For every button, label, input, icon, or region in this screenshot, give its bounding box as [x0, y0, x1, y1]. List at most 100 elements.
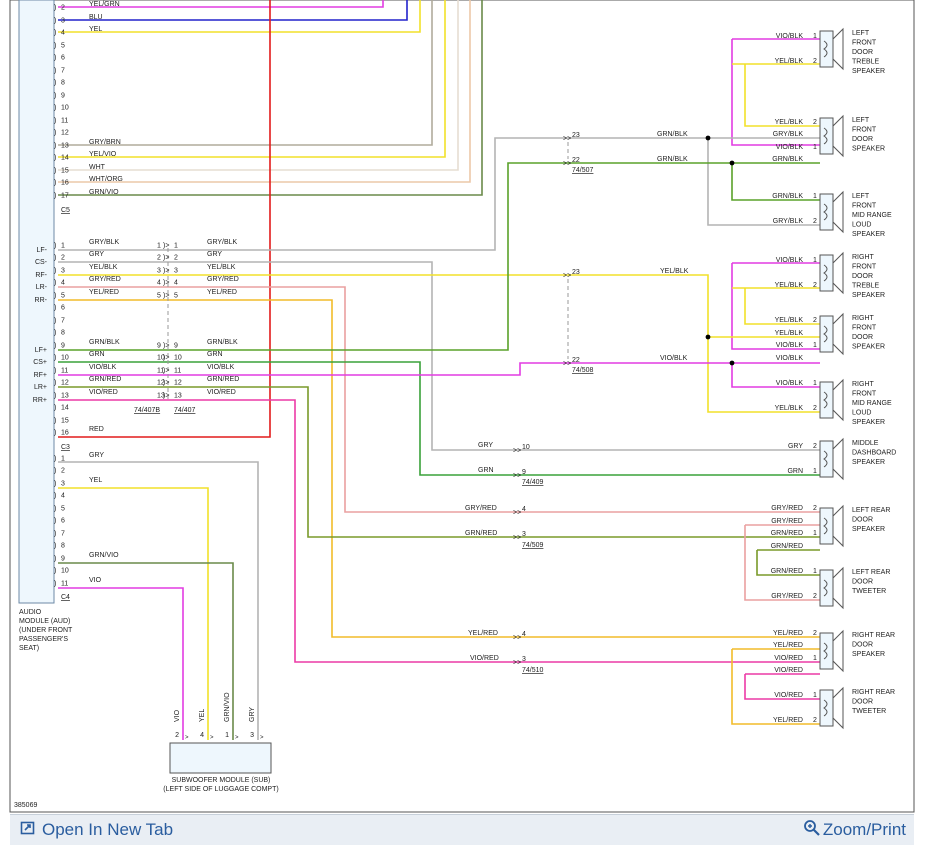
- audio-module-block: [18, 0, 55, 604]
- pin-bracket: ): [54, 180, 56, 187]
- speaker-name: SPEAKER: [852, 526, 885, 533]
- zoom-print-button[interactable]: Zoom/Print: [803, 819, 906, 841]
- audio-module-title: AUDIO: [19, 609, 42, 616]
- speaker-wire-color: VIO/RED: [774, 667, 803, 674]
- speaker-coil: [823, 391, 828, 409]
- pin-bracket: ): [54, 456, 56, 463]
- splice-dot: [729, 160, 735, 166]
- c3-wire-color: GRN: [89, 351, 105, 358]
- speaker-wire-color: GRY/BLK: [773, 218, 804, 225]
- inline-407b-id: 74/407B: [134, 407, 160, 414]
- pin-bracket: ): [54, 468, 56, 475]
- c5-pin-number: 11: [61, 118, 68, 125]
- wire-color-label: VIO/BLK: [660, 355, 688, 362]
- c5-pin-number: 12: [61, 130, 69, 137]
- magnifier-icon: [803, 819, 821, 842]
- speaker-name: RIGHT: [852, 381, 875, 388]
- inline-407-terminal: )>: [163, 243, 169, 250]
- wire: [744, 674, 820, 700]
- subwoofer-pin-number: 3: [250, 732, 254, 739]
- speaker-pin-number: 1: [813, 568, 817, 575]
- inline-407-pin-right: 12: [174, 380, 182, 387]
- connector-terminal: >>: [563, 273, 571, 280]
- speaker-wire-color: YEL/BLK: [775, 317, 804, 324]
- connector-pin-number: 4: [522, 506, 526, 513]
- wire: [58, 162, 565, 351]
- inline-407-wire-color: GRY/RED: [207, 276, 239, 283]
- inline-407-terminal: )>: [163, 393, 169, 400]
- speaker-pin-number: 2: [813, 443, 817, 450]
- c5-pin-number: 3: [61, 18, 65, 25]
- speaker-wire-color: YEL/BLK: [775, 405, 804, 412]
- speaker-name: DASHBOARD: [852, 450, 896, 457]
- connector-terminal: >>: [563, 361, 571, 368]
- inline-407-pin-left: 5: [157, 293, 161, 300]
- speaker-housing: [819, 30, 834, 68]
- speaker-name: SPEAKER: [852, 419, 885, 426]
- inline-407-pin-left: 12: [157, 380, 165, 387]
- c5-wire-color: GRY/BRN: [89, 139, 121, 146]
- c4-pin-number: 8: [61, 543, 65, 550]
- c3-signal-label: LR-: [36, 284, 48, 291]
- inline-407-pin-left: 9: [157, 343, 161, 350]
- pin-bracket: ): [54, 30, 56, 37]
- connector-pin-number: 3: [522, 656, 526, 663]
- speaker-wire-color: YEL/BLK: [775, 330, 804, 337]
- speaker-name: LEFT: [852, 117, 870, 124]
- subwoofer-pin-number: 4: [200, 732, 204, 739]
- speaker-wire-color: GRY/BLK: [773, 131, 804, 138]
- c5-pin-number: 4: [61, 30, 65, 37]
- connector-terminal: >>: [513, 448, 521, 455]
- speaker-wire-color: YEL/RED: [773, 717, 803, 724]
- speaker-name: SPEAKER: [852, 344, 885, 351]
- pin-bracket: ): [54, 280, 56, 287]
- speaker-name: FRONT: [852, 325, 877, 332]
- c3-wire-color: YEL/RED: [89, 289, 119, 296]
- c5-wire-color: WHT: [89, 164, 106, 171]
- pin-bracket: ): [54, 355, 56, 362]
- inline-407-wire-color: GRN: [207, 351, 223, 358]
- c5-wire-color: YEL: [89, 26, 102, 33]
- speaker-wire-color: GRY: [788, 443, 803, 450]
- c5-pin-number: 7: [61, 68, 65, 75]
- inline-407-pin-right: 3: [174, 268, 178, 275]
- subwoofer-module-block: [169, 742, 272, 774]
- connector-terminal: >>: [513, 510, 521, 517]
- pin-bracket: ): [54, 393, 56, 400]
- speaker-name: MID RANGE: [852, 400, 892, 407]
- connector-id: 74/510: [522, 667, 544, 674]
- pin-bracket: ): [54, 330, 56, 337]
- wire: [58, 137, 565, 251]
- speaker-pin-number: 1: [813, 530, 817, 537]
- splice-dot: [705, 135, 711, 141]
- connector-terminal: >>: [563, 136, 571, 143]
- connector-id: 74/509: [522, 542, 544, 549]
- connector-pin-number: 22: [572, 357, 580, 364]
- connector-terminal: >>: [513, 660, 521, 667]
- pin-bracket: ): [54, 168, 56, 175]
- speaker-coil: [823, 127, 828, 145]
- speaker-housing: [819, 254, 834, 292]
- wire: [58, 487, 209, 740]
- audio-module-title: PASSENGER'S: [19, 636, 68, 643]
- c5-pin-number: 13: [61, 143, 69, 150]
- c4-pin-number: 10: [61, 568, 69, 575]
- inline-407-pin-right: 9: [174, 343, 178, 350]
- c5-pin-number: 5: [61, 43, 65, 50]
- c5-pin-number: 17: [61, 193, 69, 200]
- c3-pin-number: 12: [61, 380, 69, 387]
- open-new-tab-button[interactable]: Open In New Tab: [20, 819, 173, 841]
- inline-407-terminal: )>: [163, 255, 169, 262]
- speaker-icon: [832, 312, 844, 356]
- speaker-name: LEFT REAR: [852, 507, 890, 514]
- speaker-coil: [823, 203, 828, 221]
- c4-wire-color: GRN/VIO: [89, 552, 119, 559]
- speaker-pin-number: 1: [813, 342, 817, 349]
- c4-pin-number: 11: [61, 581, 68, 588]
- inline-407-pin-right: 11: [174, 368, 181, 375]
- c4-pin-number: 3: [61, 481, 65, 488]
- speaker-name: LEFT: [852, 193, 870, 200]
- wire: [58, 0, 421, 33]
- speaker-name: TREBLE: [852, 59, 880, 66]
